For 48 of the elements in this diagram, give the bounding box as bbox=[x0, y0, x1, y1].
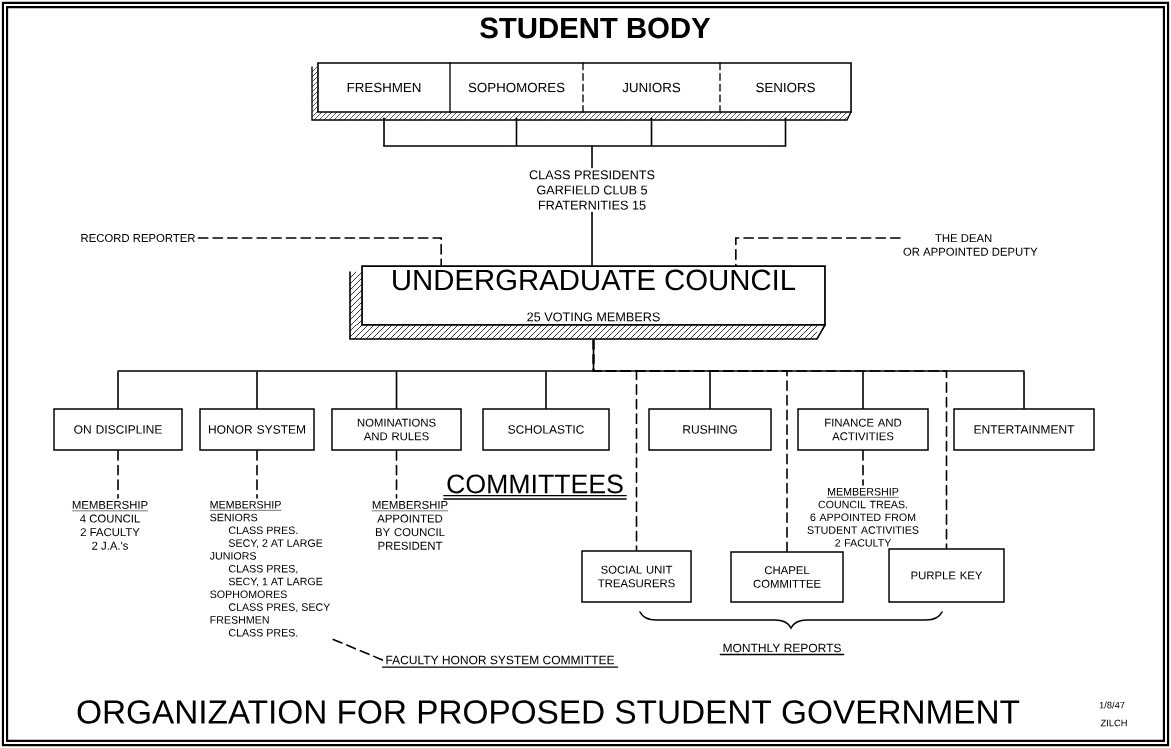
title: ORGANIZATION FOR PROPOSED STUDENT GOVERNMENT bbox=[77, 700, 1020, 724]
connector bbox=[709, 371, 711, 410]
connector bbox=[395, 371, 398, 410]
council-box: UNDERGRADUATE COUNCIL 25 VOTING MEMBERS bbox=[349, 265, 826, 340]
connector bbox=[592, 339, 948, 550]
connector bbox=[862, 449, 864, 486]
committee-box: RUSHING bbox=[648, 408, 772, 451]
connector bbox=[650, 117, 653, 147]
connector bbox=[256, 371, 258, 410]
connector bbox=[515, 117, 518, 147]
connector bbox=[591, 211, 593, 266]
dean-text: THE DEAN OR APPOINTED DEPUTY bbox=[903, 234, 1038, 256]
representation-text: CLASS PRESIDENTS GARFIELD CLUB 5 FRATERNITIES 15 bbox=[529, 170, 655, 210]
committee-box: ENTERTAINMENT bbox=[953, 408, 1095, 451]
heading: COMMITTEES bbox=[443, 474, 627, 500]
connector bbox=[862, 371, 864, 410]
connector bbox=[735, 237, 901, 266]
sub-committee-box: CHAPEL COMMITTEE bbox=[730, 551, 844, 603]
connector bbox=[332, 638, 384, 661]
membership-text: MEMBERSHIP SENIORS CLASS PRES. SECY, 2 AT LARGE JUNIORS CLASS PRES, SECY, 1 AT LARGE SOPHOMORES CLASS PRES, SECY FRESHMEN CLASS PRES. bbox=[209, 500, 331, 637]
committee-box: SCHOLASTIC bbox=[482, 408, 610, 451]
connector bbox=[197, 237, 442, 266]
membership-text: MEMBERSHIP APPOINTED BY COUNCIL PRESIDENT bbox=[371, 500, 449, 550]
sub-committee-box: SOCIAL UNIT TREASURERS bbox=[581, 550, 692, 603]
connector bbox=[784, 117, 787, 147]
connector bbox=[256, 449, 258, 499]
committee-box: NOMINATIONS AND RULES bbox=[331, 408, 462, 451]
connector bbox=[591, 145, 593, 169]
committee-box: HONOR SYSTEM bbox=[199, 408, 315, 451]
reporter-text: RECORD REPORTER bbox=[81, 234, 195, 242]
connector bbox=[545, 371, 547, 410]
connector bbox=[117, 371, 119, 410]
committee-box: FINANCE AND ACTIVITIES bbox=[797, 408, 929, 451]
connector bbox=[383, 117, 385, 147]
committee-text: FACULTY HONOR SYSTEM COMMITTEE bbox=[381, 655, 619, 668]
annotation-text: MONTHLY REPORTS bbox=[719, 643, 845, 656]
committee-box: ON DISCIPLINE bbox=[53, 408, 183, 451]
connector bbox=[1023, 371, 1025, 410]
heading: STUDENT BODY bbox=[480, 17, 711, 39]
connector bbox=[395, 449, 398, 499]
sub-committee-box: PURPLE KEY bbox=[888, 548, 1005, 603]
connector bbox=[383, 145, 787, 147]
date-text: 1/8/47 bbox=[1099, 701, 1125, 709]
membership-text: MEMBERSHIP COUNCIL TREAS. 6 APPOINTED FROM STUDENT ACTIVITIES 2 FACULTY bbox=[807, 487, 919, 547]
membership-text: MEMBERSHIP 4 COUNCIL 2 FACULTY 2 J.A.'s bbox=[71, 500, 149, 550]
connector bbox=[117, 449, 119, 499]
connector bbox=[117, 370, 1025, 372]
signature-text: ZILCH bbox=[1100, 719, 1127, 727]
